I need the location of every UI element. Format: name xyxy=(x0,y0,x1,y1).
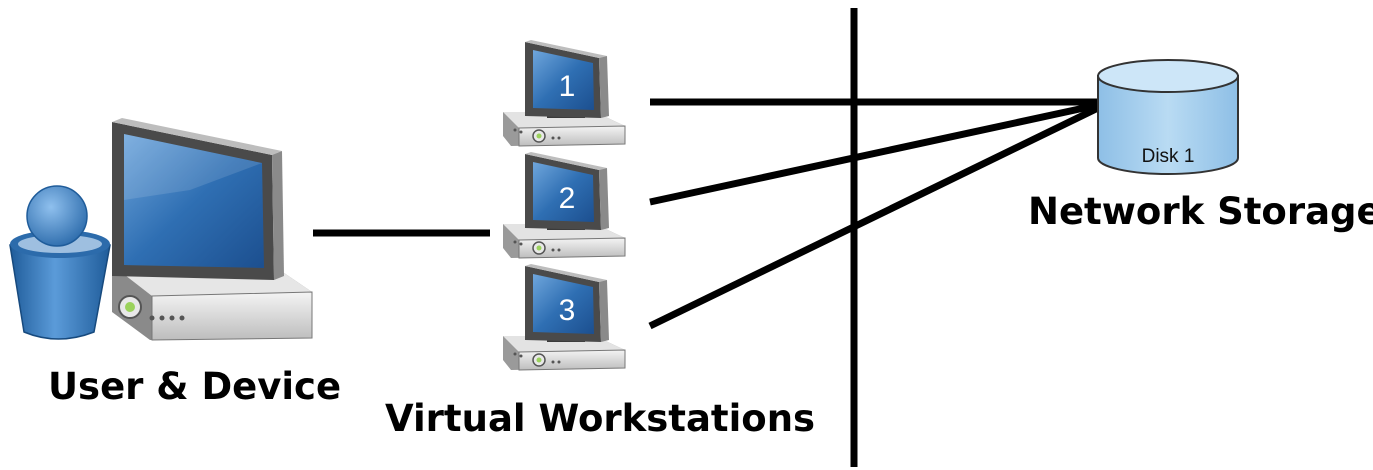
workstation-number: 2 xyxy=(559,182,576,215)
virtual-workstations-label: Virtual Workstations xyxy=(385,397,816,440)
ws3-to-storage-line xyxy=(648,104,1100,330)
disk-label: Disk 1 xyxy=(1142,146,1195,167)
workstation-number: 1 xyxy=(559,70,576,103)
desktop-computer-icon xyxy=(112,118,313,341)
network-storage-label: Network Storage xyxy=(1028,190,1373,233)
database-disk-icon: Disk 1 xyxy=(1097,59,1239,175)
user-device-label: User & Device xyxy=(48,365,342,408)
connection-lines xyxy=(313,8,1100,467)
workstation-icon-2: 2 xyxy=(503,152,626,259)
workstation-icon-3: 3 xyxy=(503,264,626,371)
workstation-icon-1: 1 xyxy=(503,40,626,147)
ws2-to-storage-line xyxy=(649,101,1099,206)
user-icon xyxy=(9,185,111,340)
workstation-number: 3 xyxy=(559,294,576,327)
